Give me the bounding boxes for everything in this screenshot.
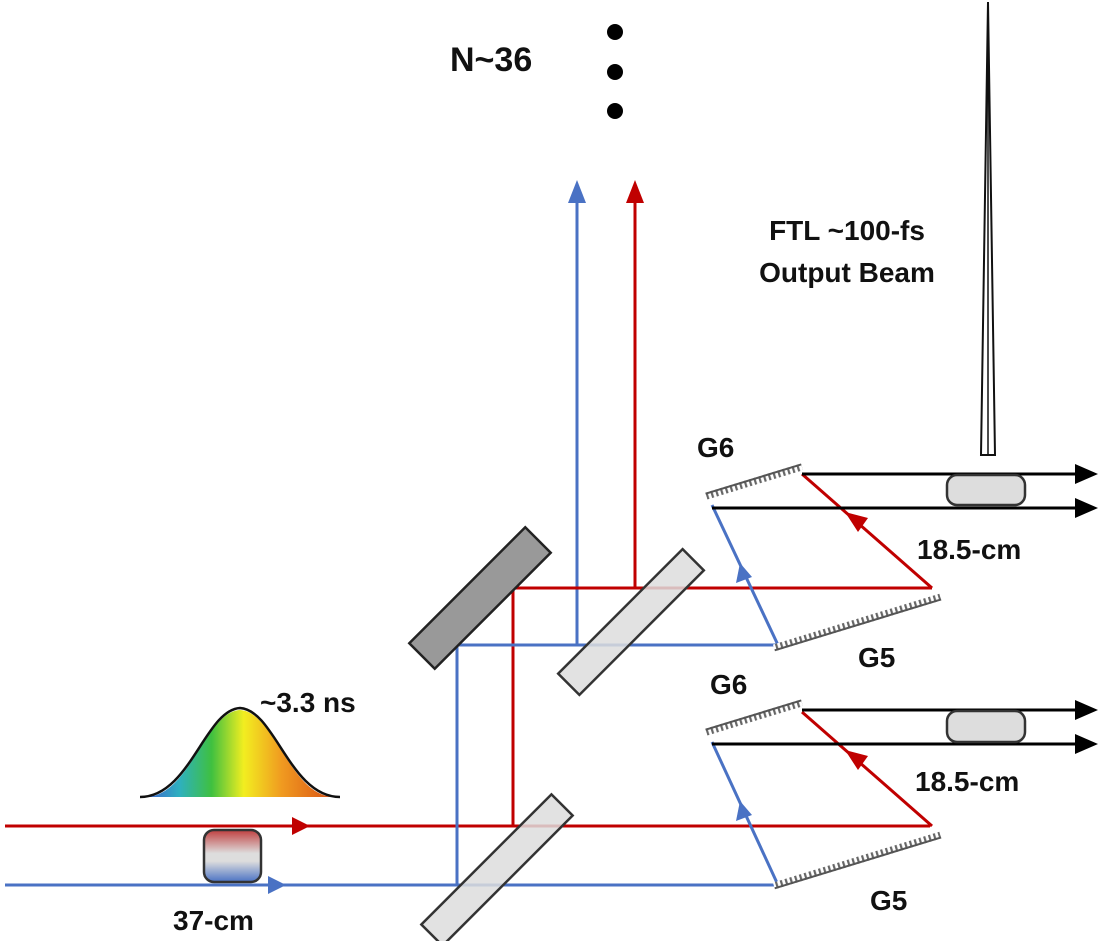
lower-compressor-paths — [710, 700, 1098, 886]
upper-beam-splitter — [556, 547, 706, 697]
pulse-duration-label: ~3.3 ns — [260, 687, 356, 718]
upper-compressed-pulse — [945, 473, 1027, 507]
input-stretched-pulse — [202, 828, 263, 884]
lower-beam-splitter — [419, 792, 575, 941]
lower-grating-g6 — [705, 699, 803, 736]
input-pulse-width-label: 37-cm — [173, 905, 254, 936]
spectral-gaussian-icon — [139, 706, 341, 799]
lower-pulse-width-label: 18.5-cm — [915, 766, 1019, 797]
fold-mirror — [407, 525, 553, 671]
upper-pulse-width-label: 18.5-cm — [917, 534, 1021, 565]
upper-g6-label: G6 — [697, 432, 734, 463]
lower-compressed-pulse — [945, 709, 1027, 744]
output-beam-label-line2: Output Beam — [759, 257, 935, 288]
continuation-dots-icon — [607, 24, 623, 119]
upper-grating-g6 — [705, 463, 803, 500]
upper-compressor-paths — [710, 464, 1098, 646]
upward-beams — [568, 180, 644, 645]
lower-g6-label: G6 — [710, 669, 747, 700]
output-beam-label-line1: FTL ~100-fs — [769, 215, 925, 246]
ftl-output-spike-icon — [979, 1, 997, 456]
upper-grating-g5 — [772, 593, 942, 652]
lower-grating-g5 — [772, 831, 942, 890]
input-beams — [5, 817, 930, 894]
pass-count-label: N~36 — [450, 41, 532, 79]
lower-g5-label: G5 — [870, 885, 907, 916]
upper-g5-label: G5 — [858, 642, 895, 673]
